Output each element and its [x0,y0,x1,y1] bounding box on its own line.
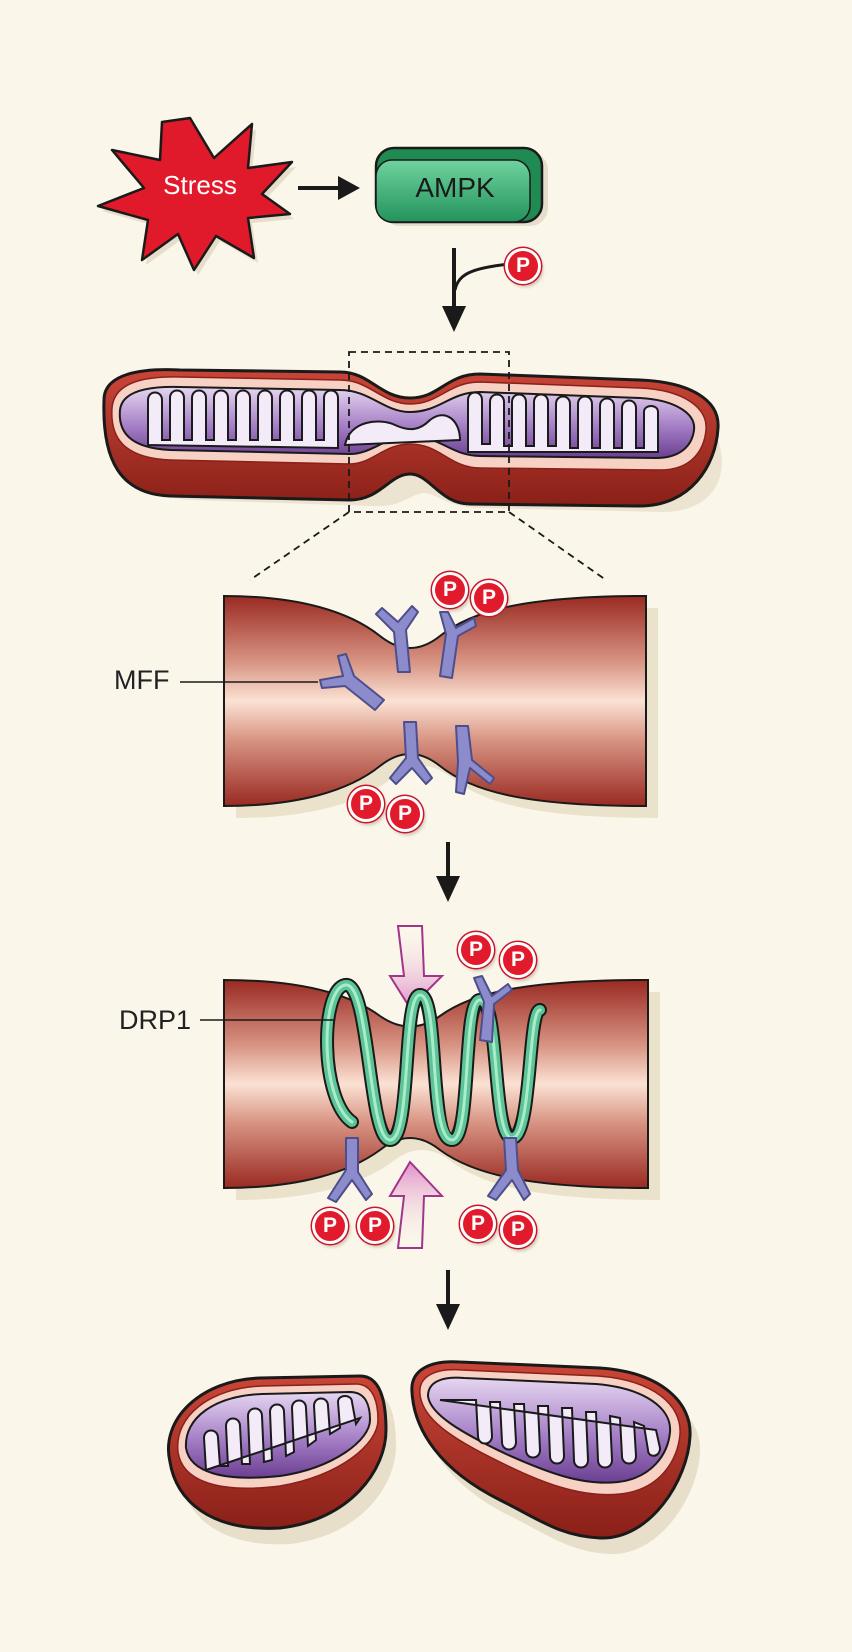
constriction-arrow-up [388,1160,445,1249]
stress-label: Stress [163,170,237,200]
phosphate-badge: P [458,932,494,968]
drp1-label: DRP1 [119,1005,192,1035]
step-arrow-1 [436,842,460,902]
constriction-drp1 [200,925,660,1249]
step-arrow-2 [436,1270,460,1330]
phosphate-badge: P [500,942,536,978]
zoom-indicator [249,351,607,581]
ampk-box [374,146,548,226]
phosphate-badge: P [387,796,423,832]
stress-burst [96,116,296,275]
phosphate-badge: P [471,580,507,616]
phosphate-badge: P [505,248,541,284]
phosphate-badge: P [460,1206,496,1242]
phosphorylation-arrow [442,248,511,332]
mff-label: MFF [114,665,170,695]
phosphate-badge: P [432,572,468,608]
mitochondrion-daughter-right [410,1360,701,1555]
constriction-mff [180,594,658,818]
phosphate-badge: P [312,1208,348,1244]
phosphate-badge: P [348,786,384,822]
phosphate-badge: P [357,1208,393,1244]
ampk-label: AMPK [415,172,495,203]
mitochondrion-elongated [102,368,722,512]
mitochondrion-daughter-left [167,1374,396,1545]
phosphate-badge: P [500,1212,536,1248]
activation-arrow [298,176,360,200]
